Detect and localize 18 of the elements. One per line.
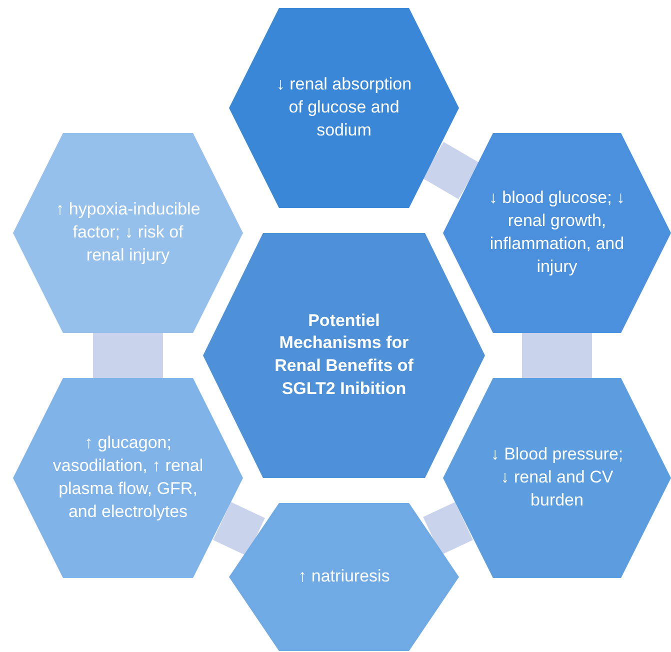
hexagon <box>443 133 671 333</box>
node-text: ↑ natriuresis <box>297 566 391 588</box>
node-text: Potentiel Mechanisms for Renal Benefits of SGLT2 Inibition <box>274 310 414 400</box>
hexagon <box>229 503 459 651</box>
node-text: ↓ blood glucose; ↓ renal growth, inflammation, and injury <box>488 187 626 278</box>
connector <box>93 333 163 378</box>
node-text: ↑ hypoxia-inducible factor; ↓ risk of renal injury <box>54 198 202 266</box>
connector <box>423 502 473 556</box>
connector <box>422 142 480 200</box>
hexagon <box>443 378 671 578</box>
node-text: ↓ renal absorption of glucose and sodium <box>275 74 413 142</box>
hexagon <box>13 133 243 333</box>
hexagon <box>203 233 485 478</box>
connector <box>213 502 265 556</box>
node-text: ↓ Blood pressure; ↓ renal and CV burden <box>490 444 624 512</box>
hexagon <box>229 8 459 208</box>
hexagon <box>13 378 243 578</box>
node-text: ↑ glucagon; vasodilation, ↑ renal plasma flow, GFR, and electrolytes <box>52 432 204 523</box>
